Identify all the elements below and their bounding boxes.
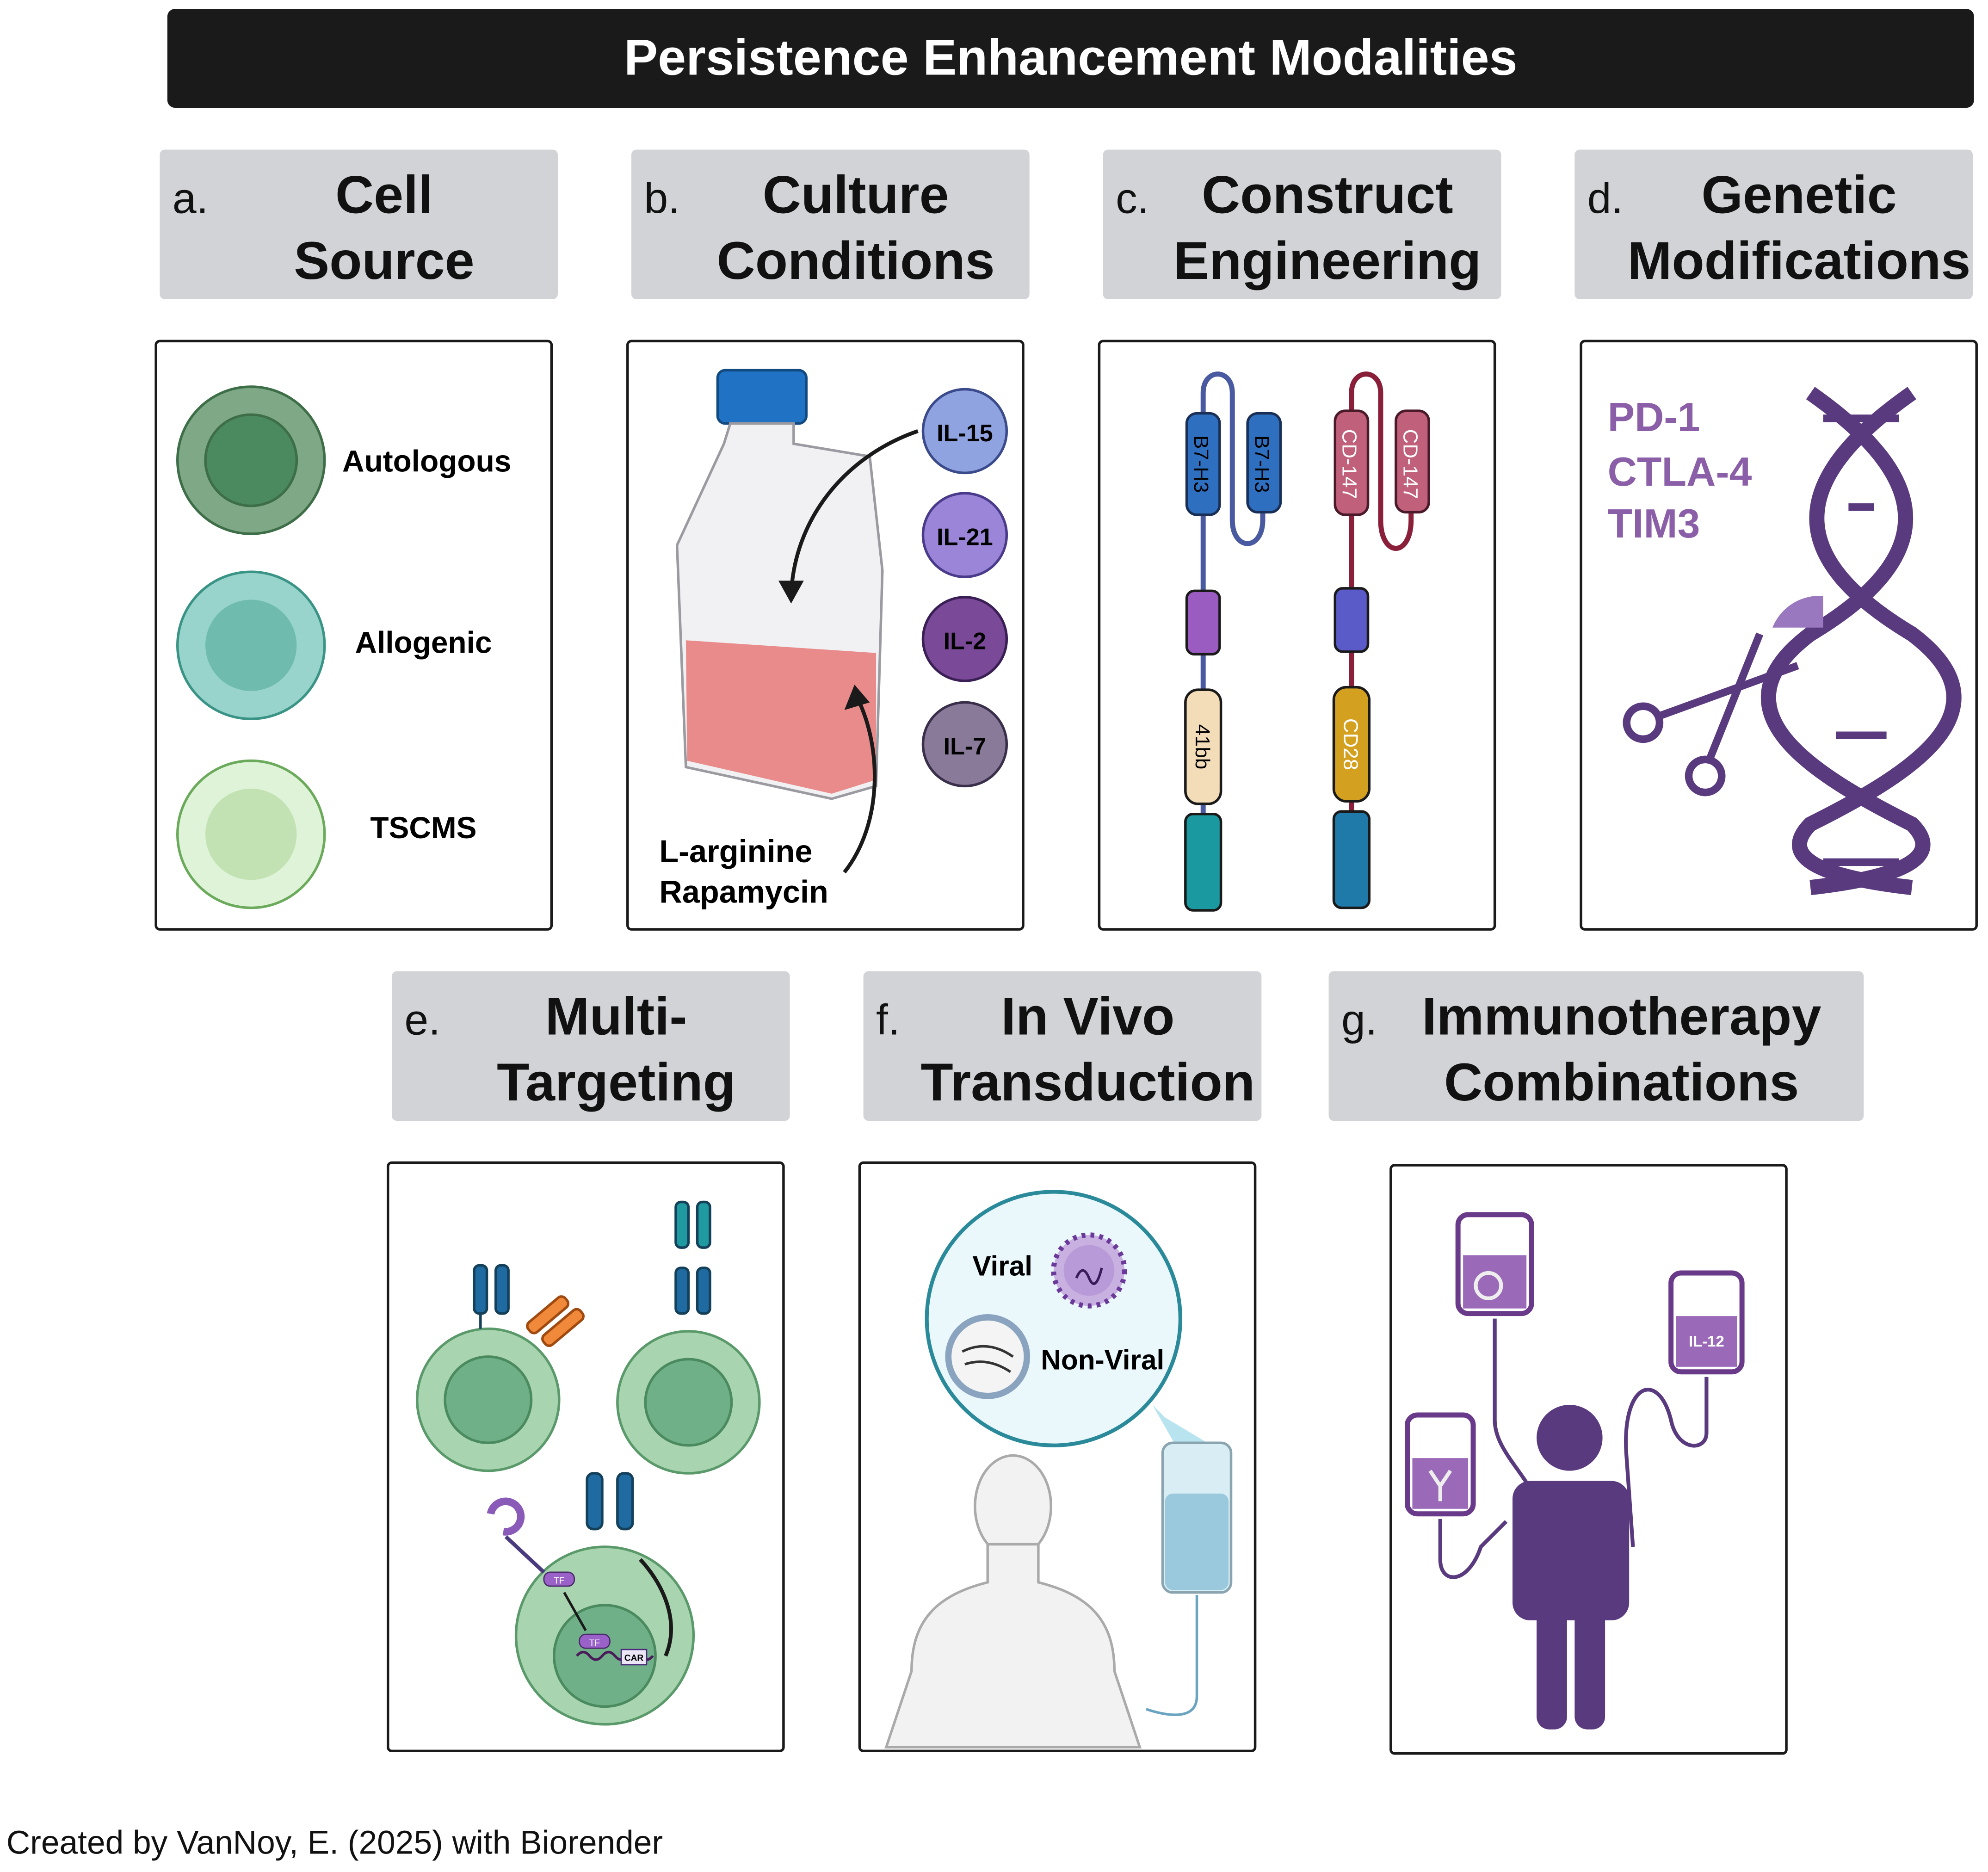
heading-line: Culture [762, 165, 949, 225]
scissors-icon [1623, 632, 1799, 797]
svg-text:B7-H3: B7-H3 [1190, 435, 1212, 493]
header-multi-targeting: e. Multi-Targeting [391, 971, 790, 1121]
tandem-car-receptor-icon [674, 1200, 711, 1315]
target-ctla4: CTLA-4 [1608, 449, 1752, 494]
heading-line: Modifications [1627, 230, 1971, 290]
panel-letter: d. [1587, 175, 1624, 223]
patient-silhouette-icon [884, 1454, 1142, 1748]
iv-bag-il12-icon [1668, 1270, 1745, 1375]
heading-line: Multi- [545, 986, 687, 1046]
culture-flask-icon [675, 369, 884, 800]
svg-text:41bb: 41bb [1191, 724, 1214, 770]
iv-bag-antibody-icon [1405, 1412, 1476, 1517]
panel-cell-source: Autologous Allogenic TSCMS [154, 340, 553, 931]
arrow-icon [563, 1592, 587, 1631]
panel-multi-targeting: TF TF CAR [387, 1161, 785, 1753]
arrow-icon [843, 696, 877, 874]
heading-line: Construct [1201, 165, 1453, 225]
svg-text:CD-147: CD-147 [1399, 429, 1421, 499]
page-title: Persistence Enhancement Modalities [167, 9, 1974, 108]
t-cell-icon [416, 1327, 561, 1472]
label-tf: TF [554, 1576, 564, 1586]
panel-letter: f. [876, 996, 900, 1045]
dna-helix-icon [1760, 387, 1962, 896]
svg-text:IL-21: IL-21 [937, 524, 993, 551]
label-rapamycin: Rapamycin [659, 874, 828, 910]
cytokine-il2-icon: IL-2 [921, 596, 1008, 682]
panel-letter: b. [644, 175, 680, 223]
label-allogenic: Allogenic [355, 625, 492, 660]
zoom-callout-circle [925, 1190, 1182, 1447]
target-tim3: TIM3 [1608, 501, 1700, 546]
panel-letter: a. [172, 175, 209, 223]
panel-letter: g. [1341, 996, 1377, 1045]
heading-line: Engineering [1173, 230, 1482, 290]
heading-line: Conditions [716, 230, 995, 290]
svg-text:B7-H3: B7-H3 [1251, 435, 1273, 493]
heading-line: Genetic [1701, 165, 1897, 225]
heading-line: Combinations [1444, 1052, 1799, 1112]
heading-line: Immunotherapy [1421, 986, 1821, 1046]
heading-line: In Vivo [1001, 986, 1175, 1046]
svg-text:IL-2: IL-2 [944, 628, 987, 655]
svg-text:IL-7: IL-7 [944, 733, 987, 760]
car-receptor-icon [473, 1264, 510, 1329]
tscms-cell-icon [176, 759, 326, 909]
iv-bag-icon [1145, 1441, 1233, 1716]
svg-text:CD28: CD28 [1339, 718, 1362, 770]
heading-line: Targeting [497, 1052, 736, 1112]
iv-bag-cell-therapy-icon [1455, 1212, 1534, 1316]
panel-immunotherapy-combinations: IL-12 [1389, 1164, 1788, 1755]
label-car: CAR [624, 1654, 644, 1663]
viral-vector-icon [1051, 1232, 1127, 1309]
cut-site-icon [1772, 595, 1823, 628]
heading-line: Source [294, 230, 475, 290]
non-viral-vector-icon [945, 1314, 1031, 1399]
synnotch-receptor-icon [487, 1497, 525, 1536]
footer-credit: Created by VanNoy, E. (2025) with Bioren… [6, 1823, 663, 1861]
label-non-viral: Non-Viral [1041, 1344, 1164, 1375]
panel-in-vivo-transduction: Viral Non-Viral [858, 1161, 1257, 1753]
t-cell-icon [616, 1330, 761, 1475]
antigen-icon [526, 1295, 585, 1347]
cytokine-il7-icon: IL-7 [921, 701, 1008, 788]
panel-culture-conditions: IL-15 IL-21 IL-2 IL-7 L-arginine Rapamyc… [626, 340, 1025, 931]
panel-genetic-modifications: PD-1 CTLA-4 TIM3 [1580, 340, 1978, 931]
allogenic-cell-icon [176, 570, 326, 720]
car-construct-b7h3-icon: B7-H3 B7-H3 41bb [1184, 371, 1282, 912]
heading-line: Transduction [920, 1052, 1255, 1112]
panel-letter: e. [404, 996, 441, 1045]
cytokine-il21-icon: IL-21 [921, 492, 1008, 578]
label-tscms: TSCMS [370, 810, 476, 845]
label-autologous: Autologous [342, 444, 511, 478]
label-il12: IL-12 [1689, 1333, 1724, 1350]
label-l-arginine: L-arginine [659, 834, 812, 869]
arrow-icon [789, 429, 919, 596]
panel-letter: c. [1116, 175, 1149, 223]
car-receptor-icon [586, 1472, 634, 1531]
label-tf: TF [589, 1638, 600, 1648]
cytokine-il15-icon: IL-15 [921, 388, 1008, 475]
car-construct-cd147-icon: CD-147 CD-147 CD28 [1332, 371, 1430, 909]
panel-construct-engineering: B7-H3 B7-H3 41bb CD-147 CD-147 CD28 [1098, 340, 1496, 931]
label-viral: Viral [972, 1250, 1032, 1281]
autologous-cell-icon [176, 385, 326, 535]
patient-figure-icon [1513, 1405, 1630, 1730]
svg-text:CD-147: CD-147 [1338, 429, 1361, 499]
target-pd1: PD-1 [1608, 395, 1700, 440]
arrow-icon [639, 1558, 673, 1657]
heading-line: Cell [335, 165, 433, 225]
svg-text:IL-15: IL-15 [937, 420, 993, 447]
